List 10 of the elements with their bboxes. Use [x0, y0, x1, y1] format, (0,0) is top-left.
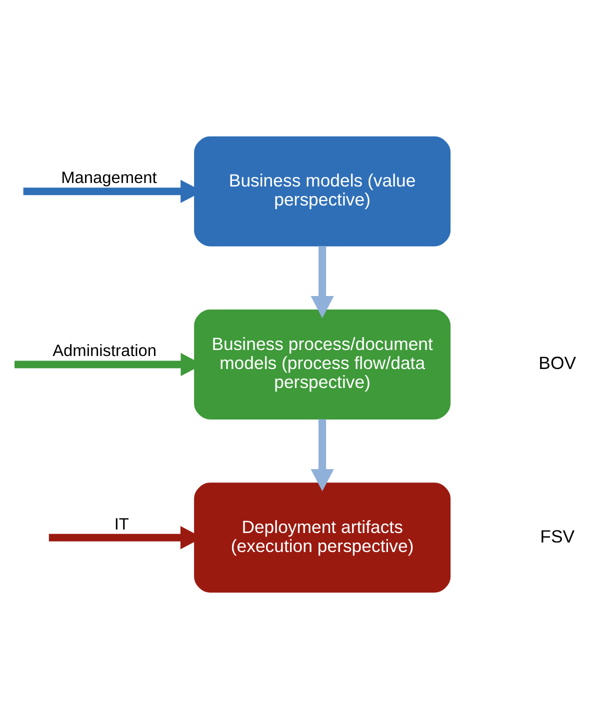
node-box: Business models (value perspective) — [194, 136, 451, 246]
node-box: Deployment artifacts (execution perspective) — [194, 482, 451, 592]
edge-label: Management — [61, 168, 157, 187]
label: BOV — [538, 352, 576, 373]
edge-label: Administration — [52, 342, 157, 360]
arrow — [310, 246, 334, 318]
node-box: Business process/document models (process flow/data perspective) — [194, 309, 451, 419]
edge-label: IT — [114, 514, 129, 533]
label: FSV — [540, 526, 575, 546]
arrow — [310, 418, 334, 491]
